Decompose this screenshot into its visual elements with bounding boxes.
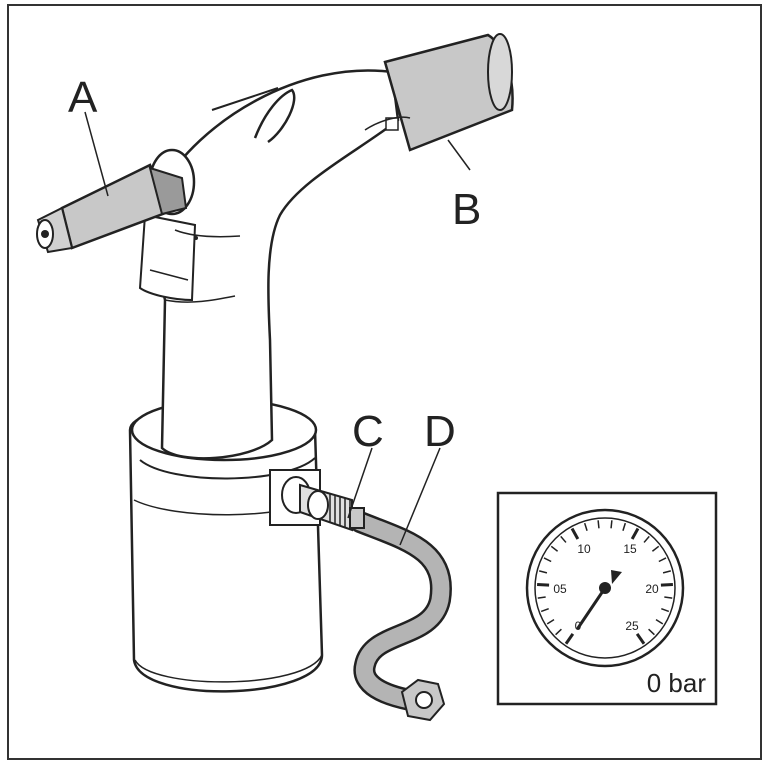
air-hose [349, 511, 452, 722]
gauge-tick [648, 628, 655, 636]
pressure-gauge-inset: 0 05 10 15 20 25 0 bar [496, 491, 718, 706]
gauge-hub [599, 582, 611, 594]
leader-lines [84, 111, 471, 546]
gauge-tick [543, 557, 552, 563]
air-connector [269, 469, 365, 532]
gauge-tick [564, 633, 575, 645]
gauge-scale-label-05: 05 [553, 582, 567, 596]
gauge-tick [630, 527, 640, 540]
gauge-tick [555, 628, 562, 636]
callout-label-c: C [352, 407, 384, 456]
gauge-tick [635, 633, 646, 645]
callout-label-d: D [424, 407, 456, 456]
gauge-tick [560, 535, 567, 543]
trigger [138, 213, 197, 302]
gauge-tick [660, 582, 673, 587]
air-cylinder [364, 33, 514, 152]
gauge-tick [664, 596, 673, 599]
gauge-scale-label-10: 10 [577, 542, 591, 556]
gauge-tick [550, 545, 559, 552]
gauge-tick [661, 608, 670, 613]
gauge-needle [576, 586, 607, 630]
gauge-scale-label-20: 20 [645, 582, 659, 596]
gauge-pointer-tip [611, 570, 622, 584]
gauge-tick [597, 520, 600, 529]
gauge-tick [662, 570, 671, 574]
gauge-tick [655, 618, 664, 625]
gauge-tick [643, 535, 650, 543]
gauge-tick [583, 522, 588, 531]
gauge-tick [570, 527, 580, 540]
gauge-tick [540, 608, 549, 613]
gauge-scale-label-25: 25 [625, 619, 639, 633]
gauge-tick [537, 582, 550, 587]
gauge-tick [622, 522, 627, 531]
gauge-tick [610, 520, 613, 529]
gauge-reading-text: 0 bar [647, 668, 707, 698]
gauge-tick [546, 618, 555, 625]
nose-piece [36, 163, 188, 254]
gauge-tick [658, 557, 667, 563]
gauge-tick [651, 545, 660, 552]
gauge-tick-marks [537, 520, 673, 645]
gauge-tick [539, 570, 548, 574]
gauge-scale-label-15: 15 [623, 542, 637, 556]
callout-label-b: B [452, 185, 481, 234]
callout-label-a: A [68, 73, 98, 122]
gauge-tick [537, 596, 546, 599]
